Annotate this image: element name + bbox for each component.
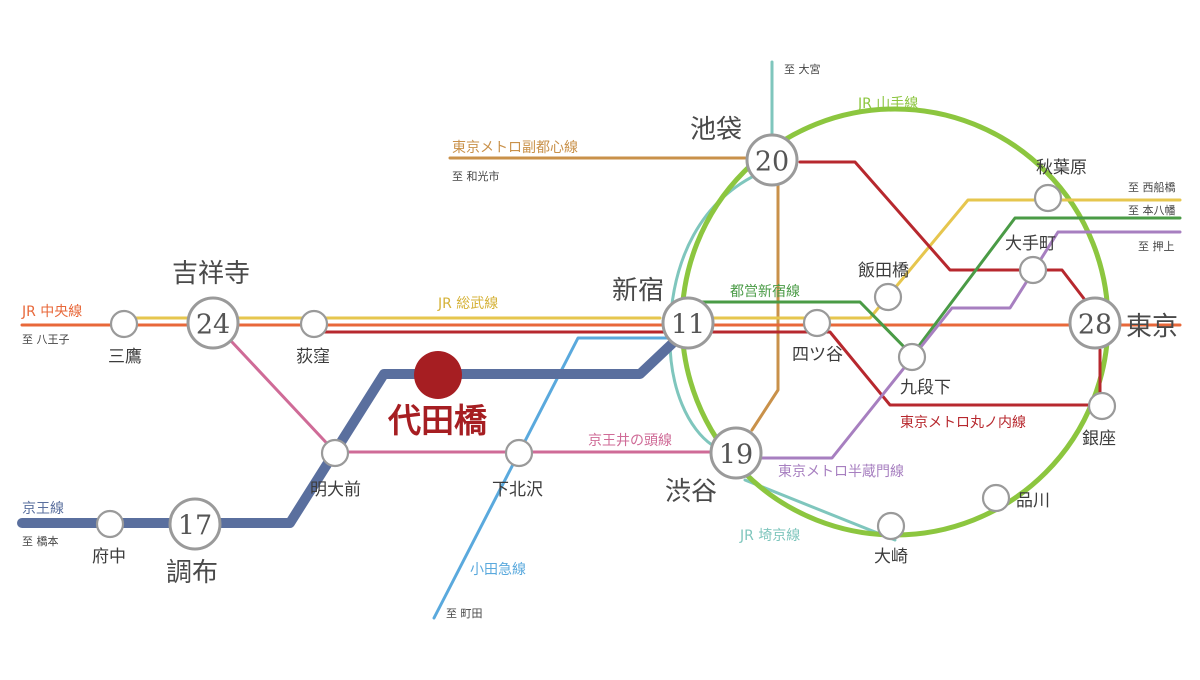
hub-shinjuku xyxy=(661,296,715,350)
direction-motoyawata: 至 本八幡 xyxy=(1128,203,1176,217)
station-shinagawa xyxy=(981,483,1011,513)
station-iidabashi-name: 飯田橋 xyxy=(858,261,909,281)
hub-shibuya-name: 渋谷 xyxy=(665,477,717,507)
odakyu-line xyxy=(432,336,690,620)
station-osaki xyxy=(876,511,906,541)
station-ogikubo xyxy=(299,309,329,339)
station-fuchu xyxy=(95,509,125,539)
station-ogikubo-name: 荻窪 xyxy=(296,347,330,367)
station-akihabara-name: 秋葉原 xyxy=(1036,158,1087,178)
toei-shinjuku-label: 都営新宿線 xyxy=(730,283,800,300)
direction-oshiage: 至 押上 xyxy=(1138,239,1175,253)
hub-kichijoji-minutes: 24 xyxy=(196,310,230,341)
direction-nishifunabashi: 至 西船橋 xyxy=(1128,180,1176,194)
hub-chofu xyxy=(168,497,222,551)
direction-hachioji: 至 八王子 xyxy=(22,333,70,346)
hub-chofu-minutes: 17 xyxy=(178,511,212,542)
station-ginza-name: 銀座 xyxy=(1082,429,1116,449)
station-meidaimae xyxy=(320,438,350,468)
station-iidabashi xyxy=(873,282,903,312)
inokashira-label: 京王井の頭線 xyxy=(588,433,672,449)
hanzomon-label: 東京メトロ半蔵門線 xyxy=(778,464,904,480)
station-shimokitazawa-name: 下北沢 xyxy=(492,480,543,500)
direction-omiya: 至 大宮 xyxy=(784,62,821,76)
chuo-label: JR 中央線 xyxy=(21,304,82,320)
station-akihabara xyxy=(1033,183,1063,213)
hub-chofu-name: 調布 xyxy=(166,558,218,588)
hub-shibuya-minutes: 19 xyxy=(719,440,753,471)
hub-shinjuku-minutes: 11 xyxy=(671,310,705,341)
station-fuchu-name: 府中 xyxy=(92,547,126,567)
station-meidaimae-name: 明大前 xyxy=(310,480,361,500)
station-shimokitazawa xyxy=(504,438,534,468)
home-station-name: 代田橋 xyxy=(387,401,488,440)
saikyo-label: JR 埼京線 xyxy=(739,528,800,544)
odakyu-label: 小田急線 xyxy=(470,562,526,578)
hub-tokyo xyxy=(1068,296,1122,350)
station-kudanshita-name: 九段下 xyxy=(900,378,951,398)
home-station-marker xyxy=(414,351,462,399)
station-kudanshita xyxy=(897,342,927,372)
direction-hashimoto: 至 橋本 xyxy=(22,534,59,548)
hub-ikebukuro-minutes: 20 xyxy=(755,147,789,178)
hub-shinjuku-name: 新宿 xyxy=(612,276,664,306)
station-ginza xyxy=(1087,391,1117,421)
station-yotsuya-name: 四ツ谷 xyxy=(792,345,843,365)
station-otemachi-name: 大手町 xyxy=(1005,234,1056,254)
fukutoshin-line xyxy=(448,156,780,432)
direction-machida: 至 町田 xyxy=(446,607,483,620)
station-shinagawa-name: 品川 xyxy=(1016,491,1050,511)
fukutoshin-label: 東京メトロ副都心線 xyxy=(452,140,578,156)
station-otemachi xyxy=(1018,255,1048,285)
keio-label: 京王線 xyxy=(22,501,64,517)
sobu-label: JR 総武線 xyxy=(437,296,498,312)
hanzomon-line xyxy=(758,230,1182,460)
direction-wako: 至 和光市 xyxy=(452,169,500,183)
station-osaki-name: 大崎 xyxy=(874,547,908,567)
hub-ikebukuro-name: 池袋 xyxy=(690,115,742,145)
station-mitaka-name: 三鷹 xyxy=(108,346,142,367)
hub-shibuya xyxy=(709,426,763,480)
hub-kichijoji-name: 吉祥寺 xyxy=(172,259,250,289)
hub-tokyo-name: 東京 xyxy=(1126,312,1178,342)
yamanote-label: JR 山手線 xyxy=(857,96,918,112)
marunouchi-label: 東京メトロ丸ノ内線 xyxy=(900,415,1026,431)
hub-kichijoji xyxy=(186,296,240,350)
station-mitaka xyxy=(109,309,139,339)
hub-tokyo-minutes: 28 xyxy=(1078,310,1112,341)
station-yotsuya xyxy=(802,308,832,338)
hub-ikebukuro xyxy=(745,133,799,187)
